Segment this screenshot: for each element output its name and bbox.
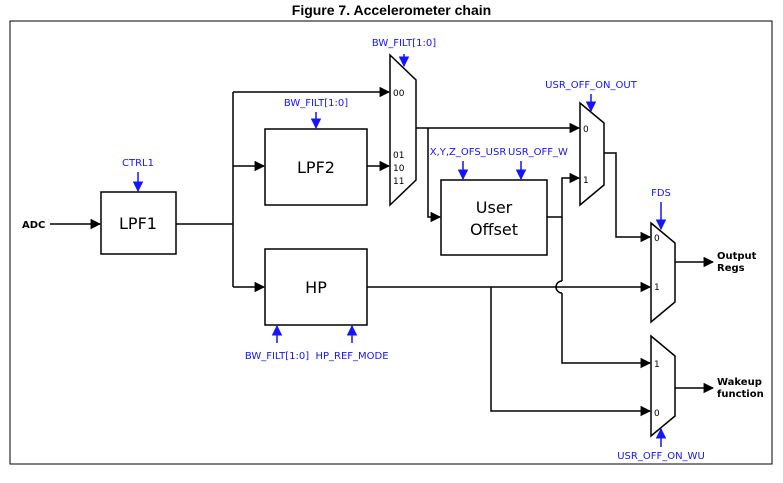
fds-mux-port-0: 0: [654, 234, 660, 244]
usr-off-mux-port-0: 0: [583, 125, 589, 135]
usr-off-w-label: USR_OFF_W: [508, 147, 568, 158]
usr-off-on-wu-label: USR_OFF_ON_WU: [617, 451, 705, 462]
output-regs-label-2: Regs: [717, 263, 745, 274]
bw-mux-port-11: 11: [393, 177, 404, 187]
fds-label: FDS: [651, 188, 671, 199]
bw-filt-mux-label: BW_FILT[1:0]: [372, 38, 436, 49]
figure-frame: [9, 20, 773, 465]
user-offset-label-1: User: [476, 198, 513, 217]
bw-mux-port-00: 00: [393, 89, 405, 99]
adc-label: ADC: [22, 220, 45, 231]
data-wires: [50, 86, 715, 417]
lpf2-block: LPF2: [264, 128, 368, 206]
wakeup-label-1: Wakeup: [717, 377, 762, 388]
wu-mux-port-0: 0: [654, 409, 660, 419]
usr-off-on-out-label: USR_OFF_ON_OUT: [545, 80, 638, 91]
hp-label: HP: [305, 278, 327, 297]
output-regs-label-1: Output: [717, 251, 757, 262]
fds-mux-port-1: 1: [654, 283, 660, 293]
bw-filt-mux: 00 01 10 11: [389, 53, 417, 207]
fds-mux: 0 1: [650, 221, 676, 324]
lpf1-block: LPF1: [100, 191, 177, 255]
control-arrows: [132, 54, 667, 447]
lpf2-label: LPF2: [297, 158, 335, 177]
wu-mux-port-1: 1: [654, 360, 660, 370]
figure-title: Figure 7. Accelerometer chain: [291, 2, 492, 18]
user-offset-block: User Offset: [440, 179, 548, 256]
usr-off-out-mux: 0 1: [579, 101, 605, 207]
xyz-ofs-usr-label: X,Y,Z_OFS_USR: [430, 147, 507, 158]
user-offset-label-2: Offset: [470, 220, 518, 239]
hp-block: HP: [264, 248, 368, 326]
lpf1-label: LPF1: [119, 214, 157, 233]
bw-filt-hp-label: BW_FILT[1:0]: [245, 351, 309, 362]
ctrl1-label: CTRL1: [122, 158, 154, 169]
wakeup-label-2: function: [717, 389, 764, 400]
wakeup-mux: 1 0: [650, 334, 676, 438]
bw-mux-port-10: 10: [393, 164, 405, 174]
usr-off-mux-port-1: 1: [583, 176, 589, 186]
bw-mux-port-01: 01: [393, 151, 404, 161]
hp-ref-mode-label: HP_REF_MODE: [315, 351, 388, 362]
bw-filt-lpf2-label: BW_FILT[1:0]: [284, 98, 348, 109]
